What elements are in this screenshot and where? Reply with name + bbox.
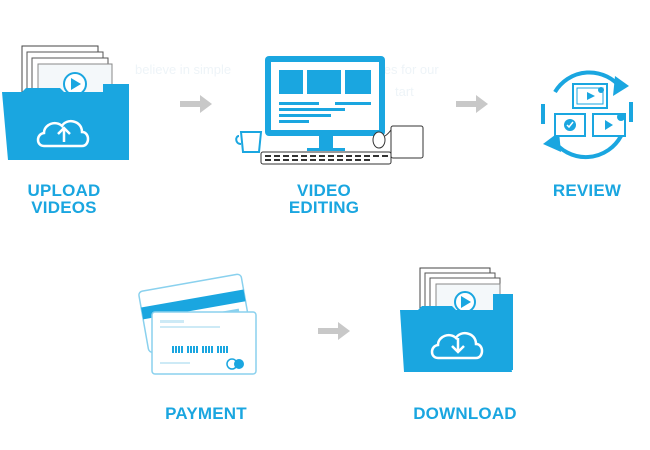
review-cycle-icon	[541, 70, 633, 159]
arrow-right-icon	[456, 95, 488, 113]
credit-card-icon	[138, 273, 257, 375]
download-folder-icon	[400, 267, 513, 372]
background-text: believe in simple	[135, 62, 232, 77]
step-label-video-editing: VIDEO EDITING	[288, 181, 360, 217]
arrow-right-icon	[318, 322, 350, 340]
background-text: tart	[395, 84, 414, 99]
arrow-right-icon	[180, 95, 212, 113]
step-label-download: DOWNLOAD	[413, 404, 517, 423]
editing-workstation-icon	[235, 56, 424, 165]
step-label-payment: PAYMENT	[165, 404, 247, 423]
upload-folder-icon	[2, 45, 129, 160]
step-label-upload-videos: UPLOAD VIDEOS	[27, 181, 101, 217]
step-label-review: REVIEW	[552, 181, 622, 200]
